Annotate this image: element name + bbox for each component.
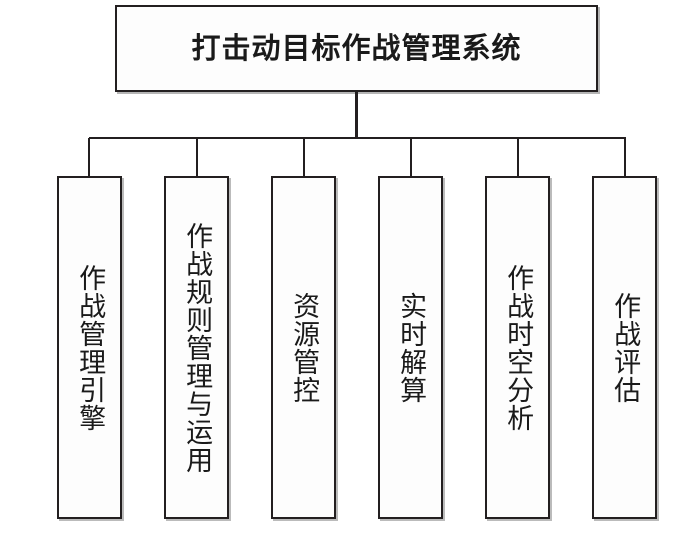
connector-root-stem xyxy=(355,92,358,139)
connector-drop-1 xyxy=(88,138,90,176)
child-node-5-label: 作战时空分析 xyxy=(502,263,534,432)
connector-drop-4 xyxy=(410,138,412,176)
child-node-6[interactable]: 作战评估 xyxy=(592,176,657,519)
child-node-3-label: 资源管控 xyxy=(288,291,320,404)
child-node-4-label: 实时解算 xyxy=(395,291,427,404)
child-node-1[interactable]: 作战管理引擎 xyxy=(57,176,122,519)
child-node-3[interactable]: 资源管控 xyxy=(271,176,336,519)
child-node-4[interactable]: 实时解算 xyxy=(378,176,443,519)
connector-drop-2 xyxy=(196,138,198,176)
connector-horizontal-bus xyxy=(89,137,626,139)
child-node-2-label: 作战规则管理与运用 xyxy=(181,221,213,474)
child-node-5[interactable]: 作战时空分析 xyxy=(485,176,550,519)
child-node-1-label: 作战管理引擎 xyxy=(74,263,106,432)
child-node-2[interactable]: 作战规则管理与运用 xyxy=(164,176,229,519)
root-node-system-title[interactable]: 打击动目标作战管理系统 xyxy=(115,5,598,92)
connector-drop-6 xyxy=(624,138,626,176)
connector-drop-3 xyxy=(303,138,305,176)
child-node-6-label: 作战评估 xyxy=(609,291,641,404)
root-node-label: 打击动目标作战管理系统 xyxy=(191,31,522,65)
connector-drop-5 xyxy=(517,138,519,176)
